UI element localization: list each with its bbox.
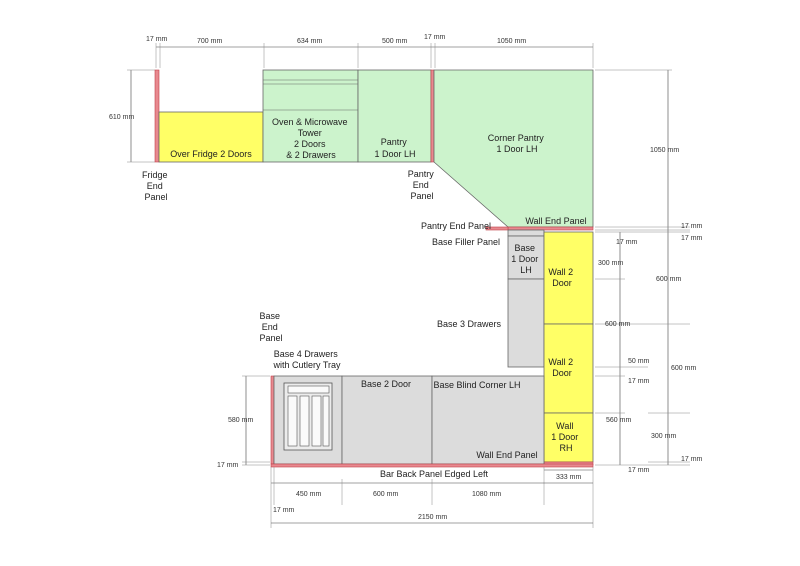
bar-back-panel (270, 463, 594, 468)
fridge-end-panel (154, 69, 160, 163)
label-wall-2-door-a: Wall 2 Door (548, 267, 575, 288)
dim-mid-17b: 17 mm (628, 467, 650, 474)
dim-top-17a: 17 mm (146, 36, 168, 43)
dim-mid-17: 17 mm (628, 378, 650, 385)
dim-right-1050: 1050 mm (650, 147, 679, 154)
label-wall-1-door-rh: Wall 1 Door RH (551, 421, 581, 453)
label-base-blind-corner: Base Blind Corner LH (433, 380, 520, 390)
dim-mid-600: 600 mm (605, 321, 630, 328)
label-pantry: Pantry 1 Door LH (374, 137, 415, 159)
oven-microwave-tower (262, 69, 359, 163)
mid-dimension-column: 17 mm 300 mm 600 mm 50 mm 17 mm 560 mm 1… (595, 231, 650, 474)
dim-bottom-17: 17 mm (273, 507, 295, 514)
dim-left-610: 610 mm (109, 114, 134, 121)
label-bar-back-panel: Bar Back Panel Edged Left (380, 469, 489, 479)
dim-top-1050: 1050 mm (497, 38, 526, 45)
dim-bottom-1080: 1080 mm (472, 491, 501, 498)
label-wall-2-door-b: Wall 2 Door (548, 357, 575, 378)
dim-right-600a: 600 mm (656, 276, 681, 283)
pantry-cabinet (357, 69, 432, 163)
dim-bottom-2150: 2150 mm (418, 514, 447, 521)
dim-mid-560: 560 mm (606, 417, 631, 424)
base-2-door-cabinet (341, 375, 433, 465)
right-dimension-column: 1050 mm 17 mm 17 mm 600 mm 600 mm 300 mm… (595, 69, 703, 466)
label-over-fridge: Over Fridge 2 Doors (170, 149, 252, 159)
label-base-1-door: Base 1 Door LH (511, 243, 541, 275)
dim-top-700: 700 mm (197, 38, 222, 45)
wall-2-door-cabinet-lower (543, 323, 594, 414)
dim-right-17d: 17 mm (681, 456, 703, 463)
dim-top-17b: 17 mm (424, 34, 446, 41)
label-oven-tower: Oven & Microwave Tower 2 Doors & 2 Drawe… (272, 117, 350, 160)
base-3-drawers-cabinet (507, 278, 545, 368)
dim-right-17b: 17 mm (681, 235, 703, 242)
dim-bottom-600: 600 mm (373, 491, 398, 498)
dim-bottom-333: 333 mm (556, 474, 581, 481)
wall-1-door-rh-cabinet (543, 412, 594, 463)
label-corner-pantry: Corner Pantry 1 Door LH (488, 133, 547, 154)
over-fridge-cabinet (158, 111, 264, 163)
label-pantry-end-panel-b: Pantry End Panel (421, 221, 491, 231)
label-base-filler-panel: Base Filler Panel (432, 237, 500, 247)
dim-mid-300: 300 mm (598, 260, 623, 267)
left-bottom-dimension: 580 mm 17 mm (217, 375, 270, 469)
dim-right-17a: 17 mm (681, 223, 703, 230)
dim-mid-50: 50 mm (628, 358, 650, 365)
base-end-panel (270, 375, 275, 465)
dim-right-300: 300 mm (651, 433, 676, 440)
cutlery-tray (283, 382, 333, 451)
label-base-2-door: Base 2 Door (361, 379, 411, 389)
bottom-dimensions: 333 mm 17 mm 450 mm 600 mm 1080 mm 2150 … (270, 467, 594, 528)
left-610-dimension: 610 mm (109, 69, 155, 163)
base-filler-panel (507, 229, 545, 237)
label-wall-end-panel-top: Wall End Panel (525, 216, 586, 226)
base-blind-corner-cabinet (431, 375, 545, 465)
pantry-end-panel-horizontal (485, 226, 509, 231)
label-pantry-end-panel-a: Pantry End Panel (408, 169, 437, 201)
dim-left-580: 580 mm (228, 417, 253, 424)
label-fridge-end-panel: Fridge End Panel (142, 170, 170, 202)
label-base-4-drawers: Base 4 Drawers with Cutlery Tray (272, 349, 341, 370)
dim-top-634: 634 mm (297, 38, 322, 45)
wall-end-panel-top (507, 226, 594, 231)
wall-2-door-cabinet-upper (543, 231, 594, 325)
cabinet-labels: Fridge End Panel Over Fridge 2 Doors Ove… (142, 117, 587, 479)
pantry-end-panel-vertical (430, 69, 435, 163)
dim-right-17c: 17 mm (616, 239, 638, 246)
label-wall-end-panel-bottom: Wall End Panel (476, 450, 537, 460)
label-base-end-panel: Base End Panel (259, 311, 282, 343)
label-base-3-drawers: Base 3 Drawers (437, 319, 502, 329)
dim-bottom-450: 450 mm (296, 491, 321, 498)
dim-left-17: 17 mm (217, 462, 239, 469)
top-dimension-line: 17 mm 700 mm 634 mm 500 mm 17 mm 1050 mm (146, 34, 594, 68)
dim-top-500: 500 mm (382, 38, 407, 45)
dim-right-600b: 600 mm (671, 365, 696, 372)
